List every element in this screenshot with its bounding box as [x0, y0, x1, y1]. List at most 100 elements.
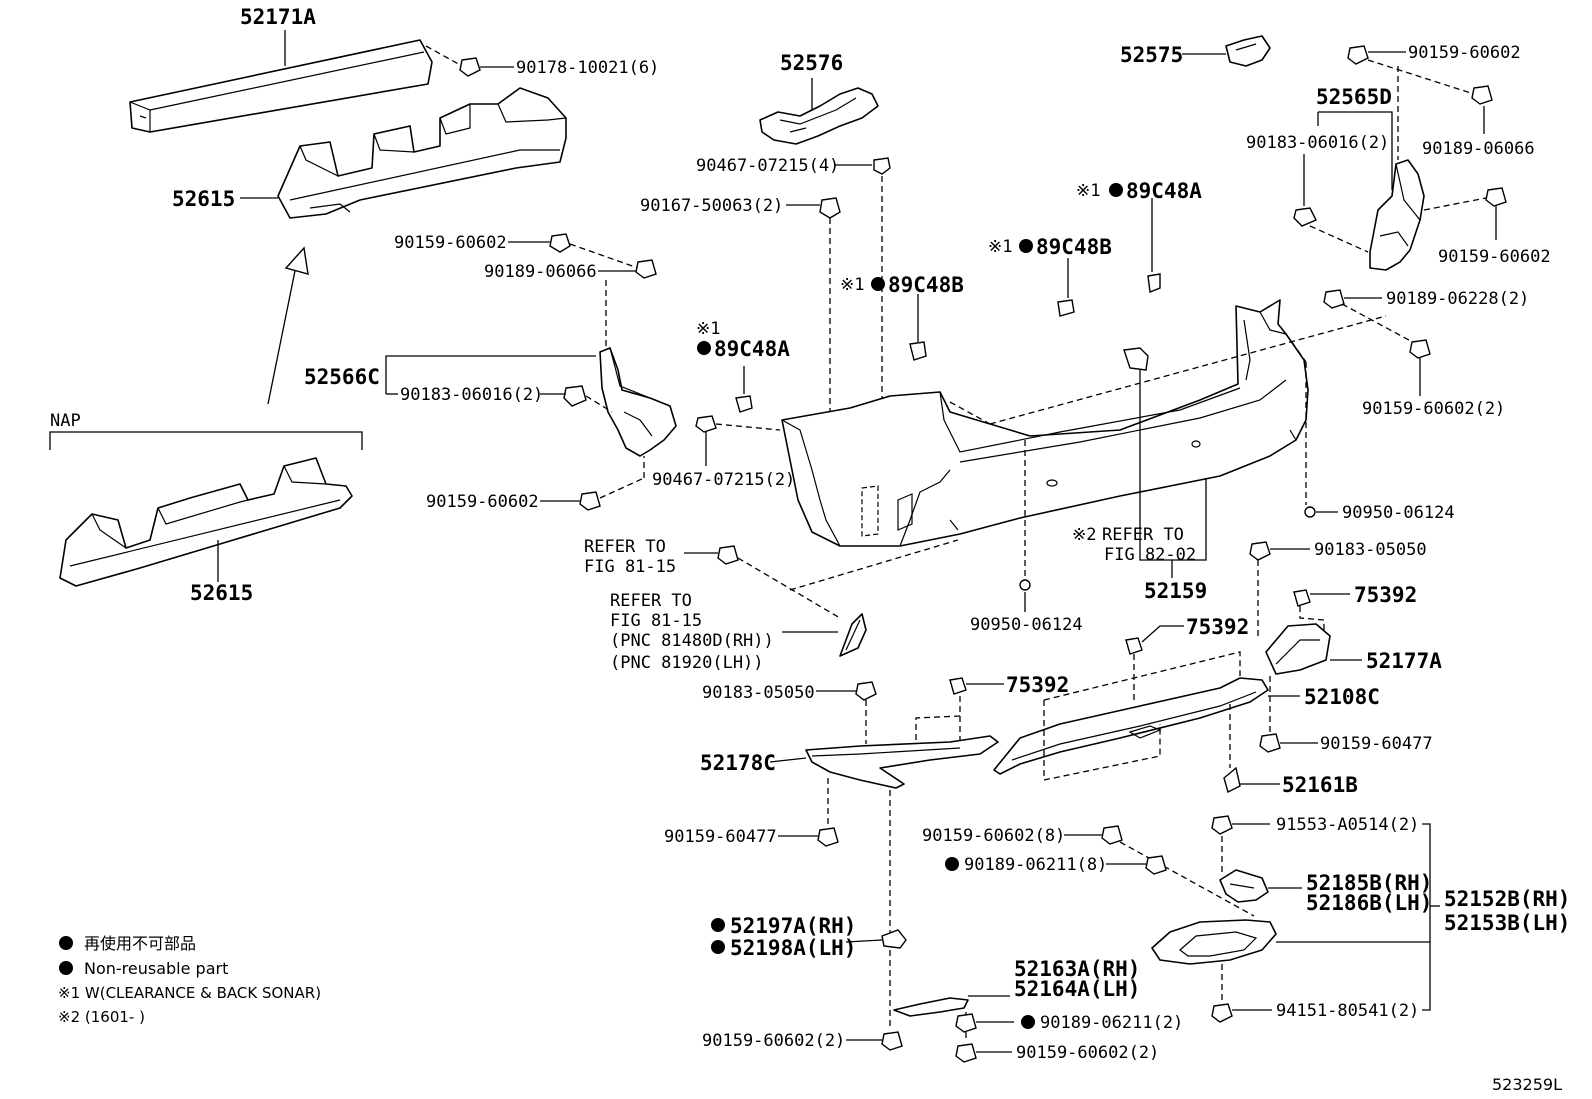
label-52198A: 52198A(LH): [730, 936, 856, 960]
non-reusable-dot: [871, 277, 885, 291]
label-90467-side: 90467-07215(2): [652, 470, 795, 490]
clip-90189-06211-8: [1145, 855, 1167, 875]
bolt-90159-60477-left: [817, 827, 839, 847]
label-89C48B-right: 89C48B: [1036, 235, 1112, 259]
label-90950-center: 90950-06124: [970, 615, 1083, 635]
label-pnc-rh: (PNC 81480D(RH)): [610, 631, 774, 651]
legend-note-2: ※2 (1601- ): [58, 1008, 145, 1026]
note-2-fig82-02: ※2: [1072, 525, 1096, 545]
retainer-52575: [1225, 35, 1271, 67]
muffler-garnish-52152B: [1151, 919, 1277, 965]
label-fig-82-02: FIG 82-02: [1104, 545, 1196, 565]
label-52575: 52575: [1120, 43, 1183, 67]
label-52108C: 52108C: [1304, 685, 1380, 709]
bracket-52163A: [893, 997, 969, 1017]
bumper-absorber-52615-nap: [59, 457, 353, 587]
bracket-fig82-02: [1123, 347, 1149, 371]
clip-90183-left: [563, 385, 587, 407]
non-reusable-dot: [945, 857, 959, 871]
label-52161B: 52161B: [1282, 773, 1358, 797]
arrow-to-upper-absorber: [267, 246, 309, 405]
side-bracket-52565D: [1369, 159, 1425, 271]
label-52186B: 52186B(LH): [1306, 891, 1432, 915]
bracket-52185B: [1219, 869, 1269, 903]
label-52164A: 52164A(LH): [1014, 977, 1140, 1001]
note-1-89C48A-right: ※1: [1076, 181, 1100, 201]
clip-75392-left: [949, 677, 967, 695]
label-pnc-lh: (PNC 81920(LH)): [610, 653, 764, 673]
label-90159-60477-left: 90159-60477: [664, 827, 777, 847]
label-90159-right-top: 90159-60602: [1408, 43, 1521, 63]
clip-94151: [1211, 1003, 1233, 1023]
label-90189-06211-8: 90189-06211(8): [964, 855, 1107, 875]
label-52177A: 52177A: [1366, 649, 1442, 673]
screw-90467-side: [695, 415, 717, 433]
screw-90467-top: [873, 157, 891, 175]
nap-bracket: [49, 431, 363, 450]
clip-90189-right-top: [1471, 85, 1493, 105]
label-52566C: 52566C: [304, 365, 380, 389]
label-refer-to-82-02: REFER TO: [1102, 525, 1184, 545]
screw-90167: [819, 197, 841, 219]
label-fig-81-15-a: FIG 81-15: [584, 557, 676, 577]
legend-non-reusable: Non-reusable part: [84, 959, 228, 978]
note-1-89C48B-left: ※1: [840, 275, 864, 295]
bolt-90159-60602-2-left: [881, 1031, 903, 1051]
bolt-90189-06228: [1323, 289, 1345, 309]
label-refer-to-81-15-a: REFER TO: [584, 537, 666, 557]
label-91553: 91553-A0514(2): [1276, 815, 1419, 835]
clip-90189-left-top: [635, 259, 657, 279]
label-fig-81-15-b: FIG 81-15: [610, 611, 702, 631]
label-89C48B-left: 89C48B: [888, 273, 964, 297]
bolt-refer-81-15: [717, 545, 739, 565]
label-89C48A-left: 89C48A: [714, 337, 790, 361]
bolt-90159-left-bottom: [579, 491, 601, 511]
clip-89C48A-left: [735, 395, 753, 413]
non-reusable-dot: [711, 918, 725, 932]
clip-52197A: [881, 929, 907, 949]
label-refer-to-81-15-b: REFER TO: [610, 591, 692, 611]
clip-90183-right: [1293, 207, 1317, 227]
legend-dot-en: [59, 961, 73, 975]
clip-75392-center: [1125, 637, 1143, 655]
rear-bumper-cover-52159: [781, 299, 1309, 547]
label-52185B: 52185B(RH): [1306, 871, 1432, 895]
bolt-90159-right-mid: [1485, 187, 1507, 207]
label-52163A: 52163A(RH): [1014, 957, 1140, 981]
clip-90183-05050-left: [855, 681, 877, 701]
label-90159-60602-8: 90159-60602(8): [922, 826, 1065, 846]
legend-japanese: 再使用不可部品: [84, 934, 196, 953]
grommet-90950-center: [1019, 579, 1031, 591]
label-90189-06211-2: 90189-06211(2): [1040, 1013, 1183, 1033]
label-94151: 94151-80541(2): [1276, 1001, 1419, 1021]
bumper-reinforcement-52171A: [129, 39, 433, 133]
screw-91553: [1211, 815, 1233, 835]
label-90183-left: 90183-06016(2): [400, 385, 543, 405]
bolt-90159-60602-8: [1101, 825, 1123, 845]
retainer-52576: [759, 87, 879, 145]
label-nap: NAP: [50, 411, 81, 431]
label-52197A: 52197A(RH): [730, 914, 856, 938]
legend: 再使用不可部品 Non-reusable part ※1 W(CLEARANCE…: [58, 934, 321, 1026]
diagram-id: 523259L: [1492, 1075, 1562, 1094]
non-reusable-dot: [711, 940, 725, 954]
clip-89C48A-right: [1147, 273, 1161, 293]
clip-89C48B-right: [1057, 299, 1075, 317]
label-90467-top: 90467-07215(4): [696, 156, 839, 176]
label-90159-right-mid: 90159-60602: [1438, 247, 1551, 267]
label-90159-right-lower: 90159-60602(2): [1362, 399, 1505, 419]
label-90189-left-top: 90189-06066: [484, 262, 597, 282]
clip-52161B: [1223, 766, 1241, 794]
non-reusable-dot: [1109, 183, 1123, 197]
non-reusable-dot: [697, 341, 711, 355]
label-89C48A-right: 89C48A: [1126, 179, 1202, 203]
label-90159-60602-2-left: 90159-60602(2): [702, 1031, 845, 1051]
label-75392-center: 75392: [1186, 615, 1249, 639]
label-52615-nap: 52615: [190, 581, 253, 605]
label-90183-05050-left: 90183-05050: [702, 683, 815, 703]
label-90159-left-bottom: 90159-60602: [426, 492, 539, 512]
label-90189-right-top: 90189-06066: [1422, 139, 1535, 159]
legend-dot-jp: [59, 936, 73, 950]
bolt-90159-60602-2-bottom: [955, 1043, 977, 1063]
